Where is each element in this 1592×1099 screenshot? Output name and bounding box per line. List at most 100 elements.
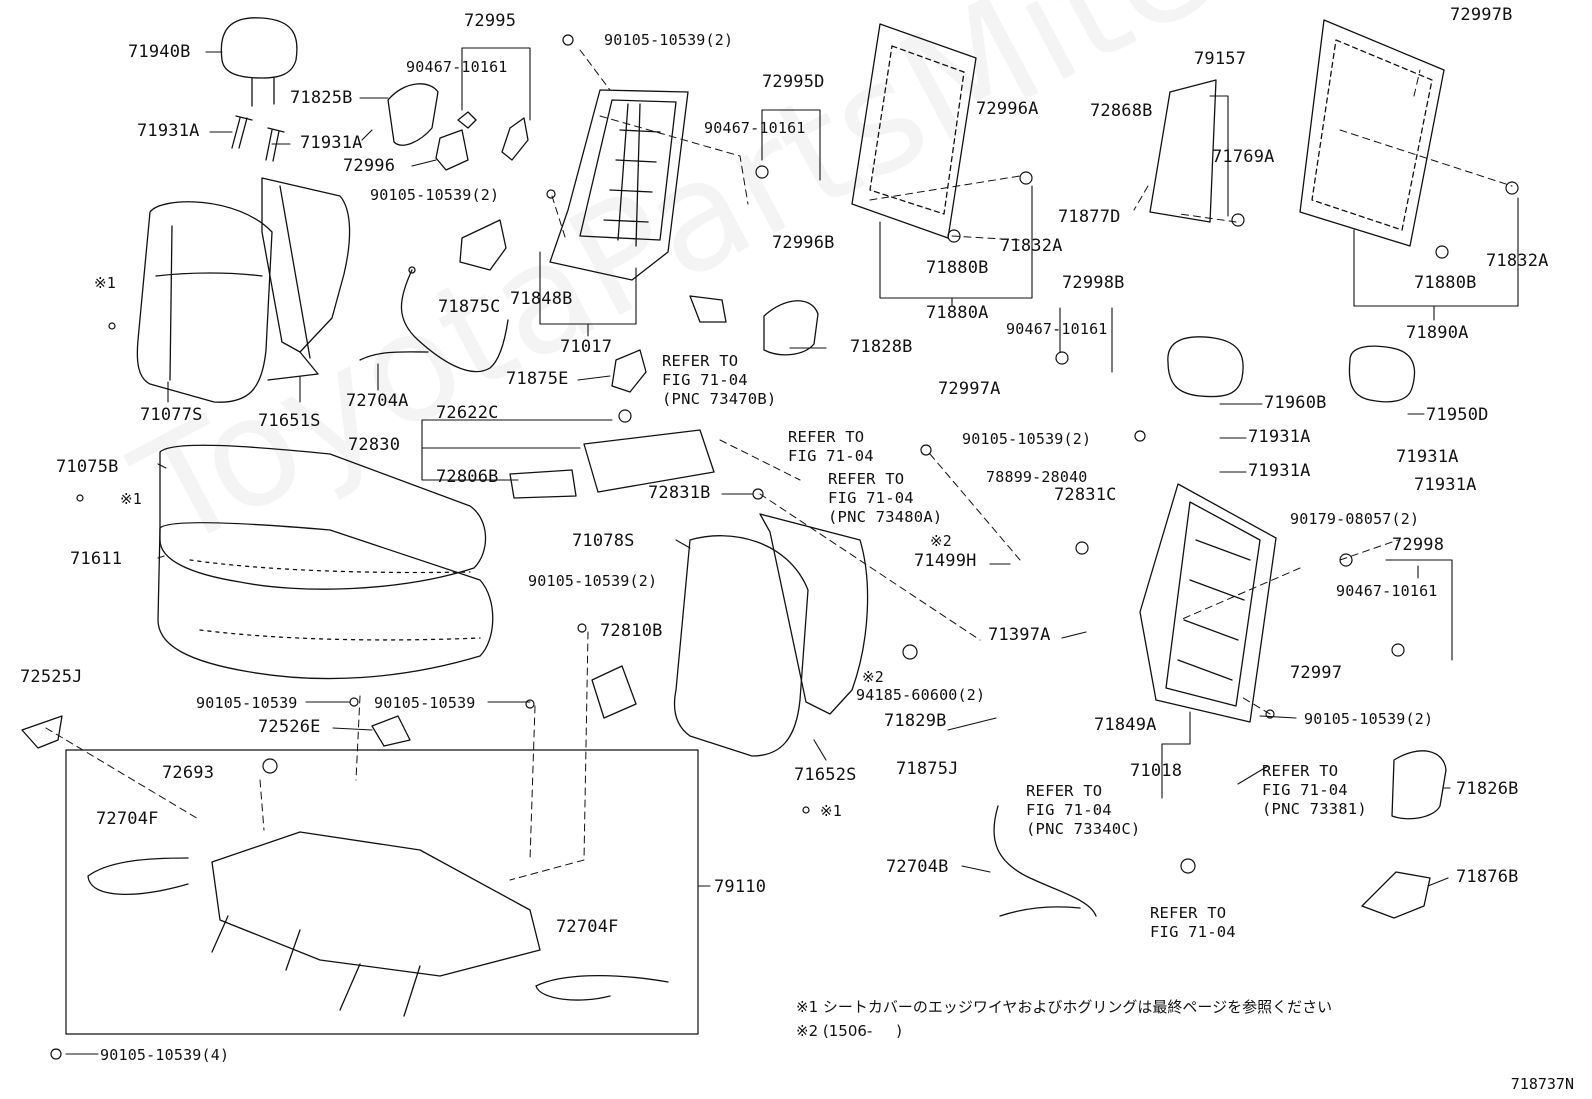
label-71769a: 71769A (1212, 147, 1275, 167)
label-72995d: 72995D (762, 72, 825, 92)
label-71078s: 71078S (572, 531, 635, 551)
footnote-2: ※2 (1506- ) (796, 1022, 903, 1040)
label-90105-10539-g: 90105-10539(2) (1304, 710, 1434, 728)
clip-72995-part-2 (501, 117, 529, 161)
refer-note-73480a: REFER TO FIG 71-04 (PNC 73480A) (828, 470, 943, 526)
label-71849a: 71849A (1094, 715, 1157, 735)
refer-note-73340c: REFER TO FIG 71-04 (PNC 73340C) (1026, 782, 1141, 838)
label-note1-marker-a: ※1 (94, 274, 116, 292)
label-72525j: 72525J (20, 667, 83, 687)
label-71017: 71017 (560, 337, 613, 357)
label-71931a-1: 71931A (137, 121, 200, 141)
panel-71890a-part-inner (1311, 39, 1433, 231)
panel-71890a-part (1299, 19, 1445, 247)
label-79157: 79157 (1194, 49, 1247, 69)
label-71950d: 71950D (1426, 405, 1489, 425)
label-71825b: 71825B (290, 88, 353, 108)
fasteners (50, 34, 1519, 1060)
label-71890a: 71890A (1406, 323, 1469, 343)
headrest-71950d-part (1348, 345, 1416, 403)
seatback-71078s-part (673, 535, 809, 757)
pad-72810b-part (591, 665, 637, 719)
label-71876b: 71876B (1456, 867, 1519, 887)
cover-71825b-part (387, 83, 439, 146)
label-71880b-2: 71880B (1414, 273, 1477, 293)
cushion-71611-line (189, 559, 481, 641)
label-note1-marker-b: ※1 (120, 490, 142, 508)
label-72998: 72998 (1392, 535, 1445, 555)
cover-72525j-part (21, 715, 63, 749)
label-note2-marker-a: ※2 (930, 532, 952, 550)
label-90467-10161-b: 90467-10161 (704, 119, 806, 137)
label-71652s: 71652S (794, 765, 857, 785)
label-71499h: 71499H (914, 551, 977, 571)
label-90105-10539-e: 90105-10539 (196, 694, 298, 712)
trim-71828b-part (763, 300, 819, 356)
label-71875c: 71875C (438, 297, 501, 317)
panel-71880a-part (851, 23, 977, 239)
label-72831b: 72831B (648, 483, 711, 503)
label-71931a-3: 71931A (1248, 427, 1311, 447)
label-90105-10539-f: 90105-10539 (374, 694, 476, 712)
label-72693: 72693 (162, 763, 215, 783)
guide-71931a-part-2 (265, 127, 285, 162)
cable-72704a-part (359, 269, 509, 373)
label-90105-10539-h: 90105-10539(4) (100, 1046, 230, 1064)
cable-72704f-part (87, 857, 189, 895)
label-90105-10539-c: 90105-10539(2) (962, 430, 1092, 448)
label-71940b: 71940B (128, 42, 191, 62)
solid-leaders (65, 47, 1519, 1055)
cushion-71075b-part (159, 444, 487, 590)
frame-79110-leg (211, 915, 421, 1017)
box-72830-part (583, 429, 715, 493)
frame-71017-part (549, 89, 689, 281)
label-72704f-1: 72704F (96, 809, 159, 829)
label-72868b: 72868B (1090, 101, 1153, 121)
label-71931a-5: 71931A (1396, 447, 1459, 467)
label-72526e: 72526E (258, 717, 321, 737)
label-78899-28040: 78899-28040 (986, 468, 1088, 486)
figure-code: 718737N (1510, 1075, 1574, 1093)
frame-79110-part (211, 831, 541, 977)
label-72806b: 72806B (436, 467, 499, 487)
label-71651s: 71651S (258, 411, 321, 431)
bracket-72996-part (435, 129, 469, 171)
box-72806b-part (509, 469, 577, 499)
hinge-71875c-part (459, 219, 507, 271)
label-71875e: 71875E (506, 369, 569, 389)
refer-note-73381: REFER TO FIG 71-04 (PNC 73381) (1262, 762, 1367, 818)
label-72997b: 72997B (1450, 5, 1513, 25)
label-72830: 72830 (348, 435, 401, 455)
label-79110: 79110 (714, 877, 767, 897)
pad-71652s-part (759, 513, 869, 715)
label-71611: 71611 (70, 549, 123, 569)
label-90467-10161-c: 90467-10161 (1006, 320, 1108, 338)
label-71018: 71018 (1130, 761, 1183, 781)
label-72831c: 72831C (1054, 485, 1117, 505)
bracket-71875e-part (611, 349, 647, 393)
hinge-part (689, 295, 727, 323)
cable-72704f-part-2 (535, 974, 669, 1001)
pad-71651s-part (261, 177, 351, 381)
refer-note-a: REFER TO FIG 71-04 (788, 428, 874, 465)
label-71960b: 71960B (1264, 393, 1327, 413)
label-90105-10539-a: 90105-10539(2) (604, 31, 734, 49)
label-note2-marker-b: ※2 (862, 668, 884, 686)
label-71832a-2: 71832A (1486, 251, 1549, 271)
headrest-71960b-part (1167, 336, 1244, 398)
dashed-leaders (45, 49, 1513, 881)
label-90467-10161-d: 90467-10161 (1336, 582, 1438, 600)
label-72996a: 72996A (976, 99, 1039, 119)
label-72622c: 72622C (436, 403, 499, 423)
label-71848b: 71848B (510, 289, 573, 309)
label-71075b: 71075B (56, 457, 119, 477)
label-71877d: 71877D (1058, 207, 1121, 227)
label-90105-10539-b: 90105-10539(2) (370, 186, 500, 204)
label-71832a-1: 71832A (1000, 236, 1063, 256)
cover-72526e-part (371, 715, 411, 747)
cable-end-icon (408, 266, 416, 274)
label-90105-10539-d: 90105-10539(2) (528, 572, 658, 590)
label-71828b: 71828B (850, 337, 913, 357)
label-71880a: 71880A (926, 303, 989, 323)
